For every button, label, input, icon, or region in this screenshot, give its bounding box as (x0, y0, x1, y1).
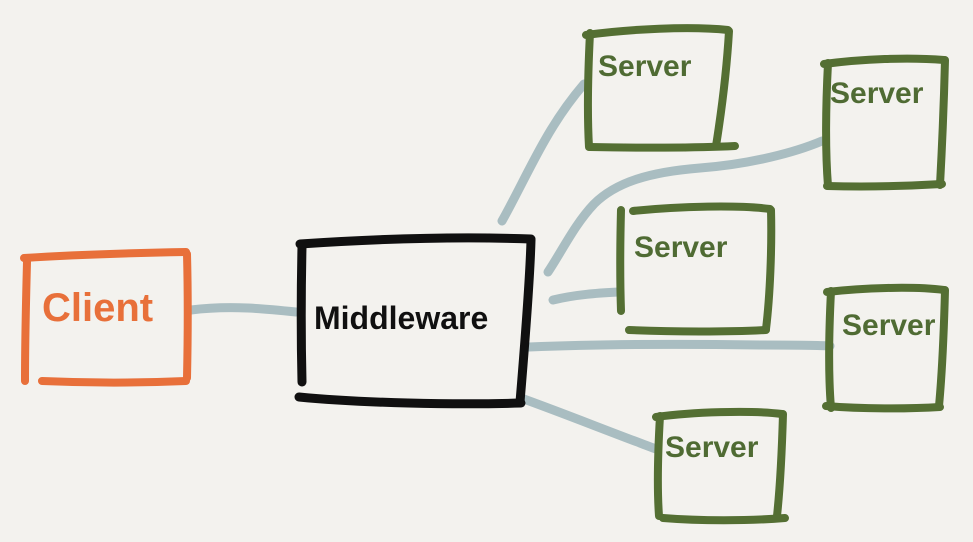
server-2-bottom-stroke (823, 180, 946, 191)
connector-layer (186, 79, 835, 454)
server-1-right-stroke (712, 27, 733, 150)
edge-middleware-server-2[interactable] (543, 136, 827, 277)
server-1-bottom-stroke (586, 142, 739, 152)
client-box-left-stroke (21, 258, 31, 385)
node-server-3[interactable] (616, 202, 776, 336)
server-5-left-stroke (653, 412, 664, 520)
server-4-right-stroke (935, 286, 949, 410)
server-5-top-stroke (652, 407, 786, 421)
node-server-4[interactable] (822, 283, 949, 413)
edge-middleware-server-4[interactable] (524, 339, 835, 352)
node-server-1[interactable] (582, 24, 739, 152)
middleware-box-bottom-stroke (294, 392, 526, 409)
middleware-box-left-stroke (296, 242, 307, 387)
client-box-top-stroke (20, 248, 190, 262)
server-3-left-stroke (616, 206, 625, 315)
server-3-right-stroke (762, 206, 776, 333)
node-server-2[interactable] (820, 54, 949, 191)
edge-middleware-server-3[interactable] (548, 287, 624, 305)
server-4-top-stroke (823, 283, 948, 296)
middleware-box-top-stroke (295, 233, 536, 249)
node-middleware[interactable] (294, 233, 536, 409)
edge-middleware-server-5[interactable] (516, 393, 661, 454)
server-5-right-stroke (773, 410, 787, 520)
edge-middleware-server-1[interactable] (497, 79, 589, 226)
server-4-bottom-stroke (822, 402, 944, 413)
server-2-right-stroke (936, 56, 949, 189)
server-1-top-stroke (582, 24, 732, 39)
server-4-left-stroke (825, 287, 835, 412)
server-2-left-stroke (822, 59, 832, 190)
middleware-box-right-stroke (515, 235, 536, 407)
server-5-bottom-stroke (659, 514, 789, 525)
server-2-top-stroke (820, 54, 948, 68)
node-client[interactable] (20, 248, 192, 387)
edge-client-middleware[interactable] (186, 303, 301, 317)
server-3-bottom-stroke (625, 326, 770, 336)
server-1-left-stroke (583, 29, 594, 151)
server-3-top-stroke (629, 202, 774, 215)
node-server-5[interactable] (652, 407, 789, 525)
client-box-right-stroke (183, 250, 192, 382)
client-box-bottom-stroke (38, 377, 190, 387)
